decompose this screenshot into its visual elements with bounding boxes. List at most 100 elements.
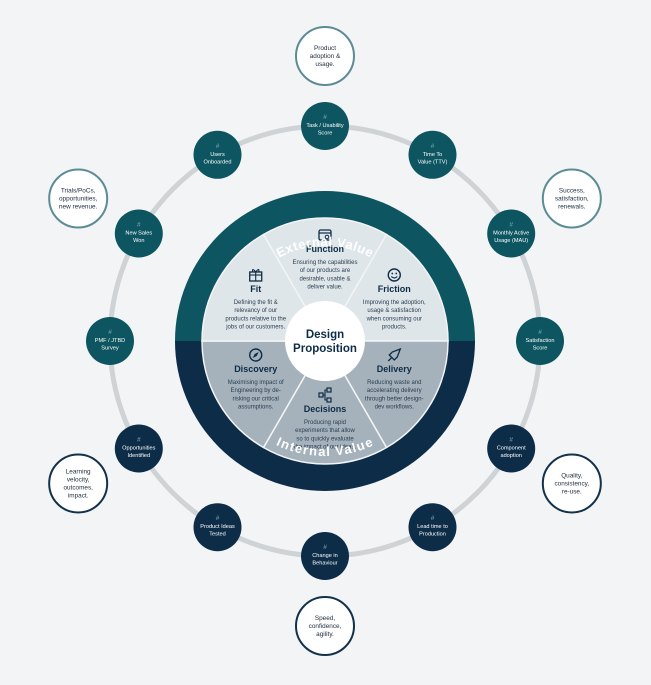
metric-node-lead-time-to-production: # Lead time to Production xyxy=(408,503,457,552)
metric-node-label: Time To xyxy=(423,152,443,158)
segment-decisions-desc-line: the impact of our ideas. xyxy=(294,445,357,451)
metric-node-label: Lead time to xyxy=(417,524,448,530)
metric-node-label: Survey xyxy=(101,346,119,352)
metric-node-label: Product Ideas xyxy=(200,524,235,530)
outcome-node-circle xyxy=(295,596,355,656)
segment-function-title: Function xyxy=(306,244,344,254)
outcome-node-label: velocity, xyxy=(67,477,90,484)
outcome-node-circle xyxy=(48,168,109,229)
hash-icon: # xyxy=(538,329,542,336)
segment-discovery-desc-line: Engineering by de- xyxy=(231,388,281,394)
segment-delivery-desc-line: through better design- xyxy=(365,396,424,402)
metric-node-label: Component xyxy=(497,446,526,452)
outcome-node-success-satisfaction: Success,satisfaction,renewals. xyxy=(541,168,602,229)
segment-fit-desc-line: jobs of our customers. xyxy=(225,325,285,331)
segment-fit xyxy=(201,233,327,342)
segment-friction xyxy=(323,233,449,342)
metric-node-circle xyxy=(487,424,536,473)
outcome-node-circle xyxy=(541,453,602,514)
segment-decisions-title: Decisions xyxy=(304,404,347,414)
metric-node-label: Task / Usability xyxy=(306,123,344,129)
segment-delivery-title: Delivery xyxy=(377,364,412,374)
outcome-node-circle xyxy=(295,26,355,86)
hash-icon: # xyxy=(323,544,327,551)
segment-function xyxy=(262,217,388,343)
segment-friction-desc-line: usage & satisfaction xyxy=(367,308,421,314)
rocket-icon xyxy=(387,347,402,362)
metric-node-label: adoption xyxy=(500,453,521,459)
metric-node-label: Opportunities xyxy=(122,446,155,452)
segment-discovery-title: Discovery xyxy=(234,364,277,374)
metric-node-label: Satisfaction xyxy=(526,338,555,344)
segment-friction-desc-line: products. xyxy=(382,325,407,331)
hash-icon: # xyxy=(509,222,513,229)
segment-friction-desc-line: when consuming our xyxy=(366,316,422,322)
outcome-node-label: Speed, xyxy=(315,615,335,622)
metric-node-label: Value (TTV) xyxy=(418,159,448,165)
outcome-node-label: outcomes, xyxy=(63,485,93,492)
metric-node-circle xyxy=(114,424,163,473)
segment-delivery-desc-line: dev workflows. xyxy=(375,405,415,411)
segment-fit-title: Fit xyxy=(250,284,261,294)
hash-icon: # xyxy=(216,515,220,522)
segment-function-desc-line: of our products are xyxy=(300,268,351,274)
segment-fit-desc-line: products relative to the xyxy=(225,316,286,322)
metric-node-circle xyxy=(487,209,536,258)
metric-node-label: Won xyxy=(133,238,144,244)
browser-window-icon xyxy=(318,229,332,241)
hash-icon: # xyxy=(216,143,220,150)
outcome-node-label: re-use. xyxy=(562,489,582,496)
outcome-node-label: satisfaction, xyxy=(555,196,589,203)
outcome-node-label: opportunities, xyxy=(59,196,98,203)
segment-delivery xyxy=(323,340,449,449)
hash-icon: # xyxy=(137,437,141,444)
outcome-node-label: new revenue. xyxy=(59,204,98,211)
metric-node-circle xyxy=(114,209,163,258)
metric-node-circle xyxy=(86,317,134,365)
segment-fit-desc-line: relevancy of our xyxy=(234,308,277,314)
outcome-node-label: Quality, xyxy=(561,473,582,480)
metric-node-label: Production xyxy=(419,532,446,538)
segment-decisions-desc-line: so to quickly evaluate xyxy=(296,436,354,442)
outcome-node-label: confidence, xyxy=(309,623,342,630)
segment-decisions-desc-line: Producing rapid xyxy=(304,420,346,426)
segment-discovery-desc-line: risking our critical xyxy=(233,396,279,402)
metric-node-label: New Sales xyxy=(125,231,152,237)
hash-icon: # xyxy=(137,222,141,229)
hash-icon: # xyxy=(108,329,112,336)
outcome-node-label: agility. xyxy=(316,631,334,638)
outcome-node-label: impact. xyxy=(68,493,89,500)
hash-icon: # xyxy=(323,114,327,121)
metric-node-label: Behaviour xyxy=(312,561,337,567)
metric-node-label: Monthly Active xyxy=(493,231,529,237)
compass-icon xyxy=(249,348,263,362)
segment-delivery-desc-line: Reducing waste and xyxy=(367,380,421,386)
segment-fit-desc-line: Defining the fit & xyxy=(234,300,278,306)
metric-node-circle xyxy=(193,503,242,552)
segment-function-desc-line: desirable, usable & xyxy=(299,276,350,282)
segment-discovery-desc-line: assumptions. xyxy=(238,405,274,411)
flowchart-icon xyxy=(318,387,332,403)
hash-icon: # xyxy=(431,515,435,522)
metric-node-label: Usage (MAU) xyxy=(494,238,528,244)
segment-delivery-desc-line: accelerating delivery xyxy=(367,388,422,394)
metric-node-circle xyxy=(408,130,457,179)
hash-icon: # xyxy=(509,437,513,444)
hash-icon: # xyxy=(431,143,435,150)
